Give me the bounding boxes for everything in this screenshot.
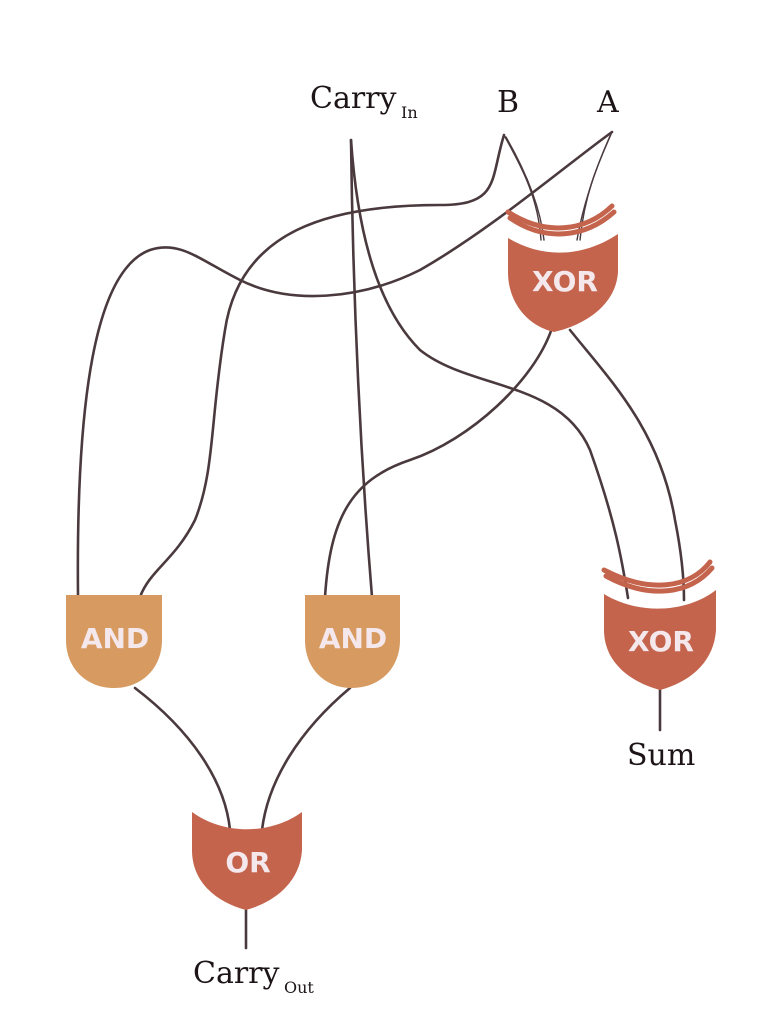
input-labels: Carry In B A bbox=[310, 81, 619, 122]
output-labels: Sum Carry Out bbox=[193, 738, 695, 997]
wires bbox=[76, 130, 686, 950]
or-gate: OR bbox=[192, 812, 302, 910]
xor-gate-bottom: XOR bbox=[601, 559, 716, 690]
wire-b-to-and-left bbox=[138, 133, 506, 599]
and-gate-middle-label: AND bbox=[319, 622, 387, 655]
xor-gate-bottom-body bbox=[604, 590, 716, 690]
and-gate-middle: AND bbox=[305, 595, 400, 688]
wire-and-left-to-or bbox=[133, 686, 232, 832]
wire-carry-in-to-and-middle bbox=[349, 138, 374, 599]
xor-gate-bottom-label: XOR bbox=[628, 625, 694, 658]
wire-xor-top-to-xor-bottom bbox=[568, 328, 686, 602]
carry-in-label: Carry bbox=[310, 81, 397, 116]
and-gate-left-label: AND bbox=[81, 622, 149, 655]
xor-gate-top: XOR bbox=[505, 203, 618, 332]
wire-a-to-and-left bbox=[76, 130, 614, 597]
or-gate-label: OR bbox=[225, 846, 270, 879]
input-a-label: A bbox=[596, 85, 619, 120]
and-gate-left-body bbox=[66, 595, 162, 688]
carry-out-subscript: Out bbox=[284, 978, 314, 997]
sum-label: Sum bbox=[627, 738, 695, 773]
and-gate-left: AND bbox=[66, 595, 162, 688]
carry-in-subscript: In bbox=[401, 103, 418, 122]
input-b-label: B bbox=[497, 85, 519, 120]
or-gate-body bbox=[192, 812, 302, 910]
wire-and-middle-to-or bbox=[260, 686, 352, 832]
xor-gate-top-label: XOR bbox=[532, 265, 598, 298]
xor-gate-top-body bbox=[508, 234, 618, 332]
and-gate-middle-body bbox=[305, 595, 400, 688]
wire-carry-in-to-xor-bottom bbox=[349, 138, 630, 600]
carry-out-label: Carry bbox=[193, 956, 280, 991]
wire-xor-top-to-and-middle bbox=[323, 326, 554, 599]
